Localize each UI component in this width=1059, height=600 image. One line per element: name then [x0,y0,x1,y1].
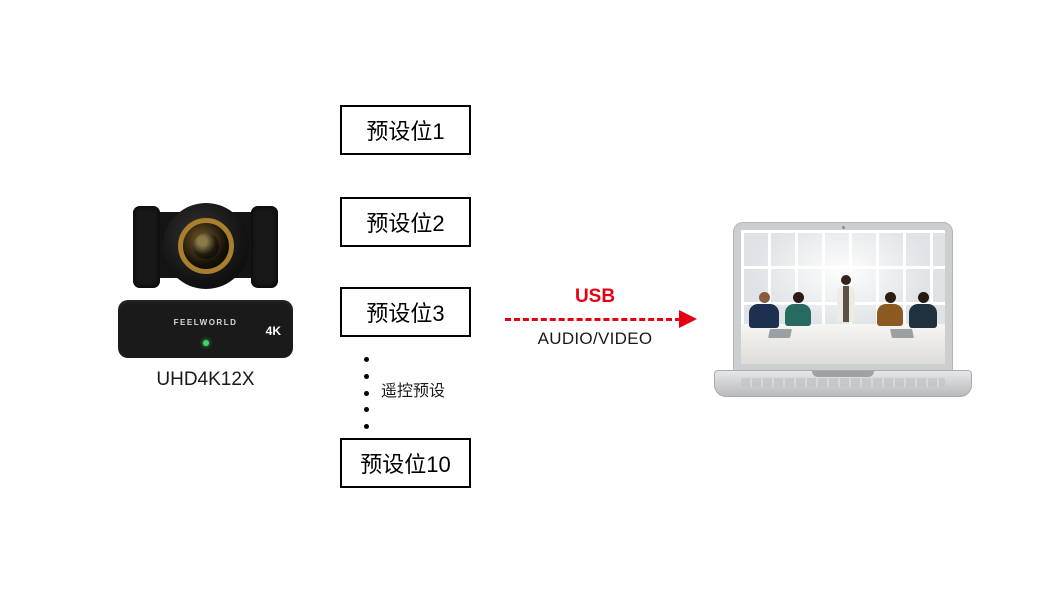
camera-power-led [202,340,209,346]
person-figure [785,292,811,326]
ellipsis-dot [364,373,369,379]
preset-box-3: 预设位3 [340,287,471,337]
laptop-base [714,370,972,397]
usb-arrow-head-icon [679,310,697,328]
person-figure [877,292,903,326]
conference-photo [741,230,945,364]
person-figure [837,275,855,322]
camera-model-label: UHD4K12X [156,369,255,390]
camera-lens-core [192,233,219,259]
table-laptop [890,329,914,338]
camera-brand-label: FEELWORLD [173,318,238,327]
laptop [714,222,972,398]
laptop-hinge [812,371,874,377]
camera-arm-right [251,206,278,288]
camera-lens-icon [162,203,249,289]
usb-arrow-line [505,318,681,321]
preset-box-2: 预设位2 [340,197,471,247]
ellipsis-dot [364,407,369,413]
preset-ellipsis [364,357,369,429]
person-figure [909,292,937,328]
camera-arm-left [133,206,160,288]
preset-box-1: 预设位1 [340,105,471,155]
camera-lens-ring [177,218,234,274]
ellipsis-dot [364,424,369,429]
camera-4k-badge: 4K [265,324,281,338]
laptop-screen [733,222,953,372]
table-laptop [768,329,792,338]
remote-preset-label: 遥控预设 [381,383,446,400]
ellipsis-dot [364,357,369,362]
usb-label: USB [574,286,616,307]
laptop-keyboard [741,378,945,387]
audio-video-label: AUDIO/VIDEO [537,329,653,348]
person-figure [749,292,779,328]
ptz-camera: FEELWORLD 4K [118,202,293,362]
ellipsis-dot [364,390,369,396]
camera-base: FEELWORLD 4K [118,300,293,358]
preset-box-10: 预设位10 [340,438,471,488]
camera-head [133,202,278,292]
webcam-icon [842,226,845,229]
